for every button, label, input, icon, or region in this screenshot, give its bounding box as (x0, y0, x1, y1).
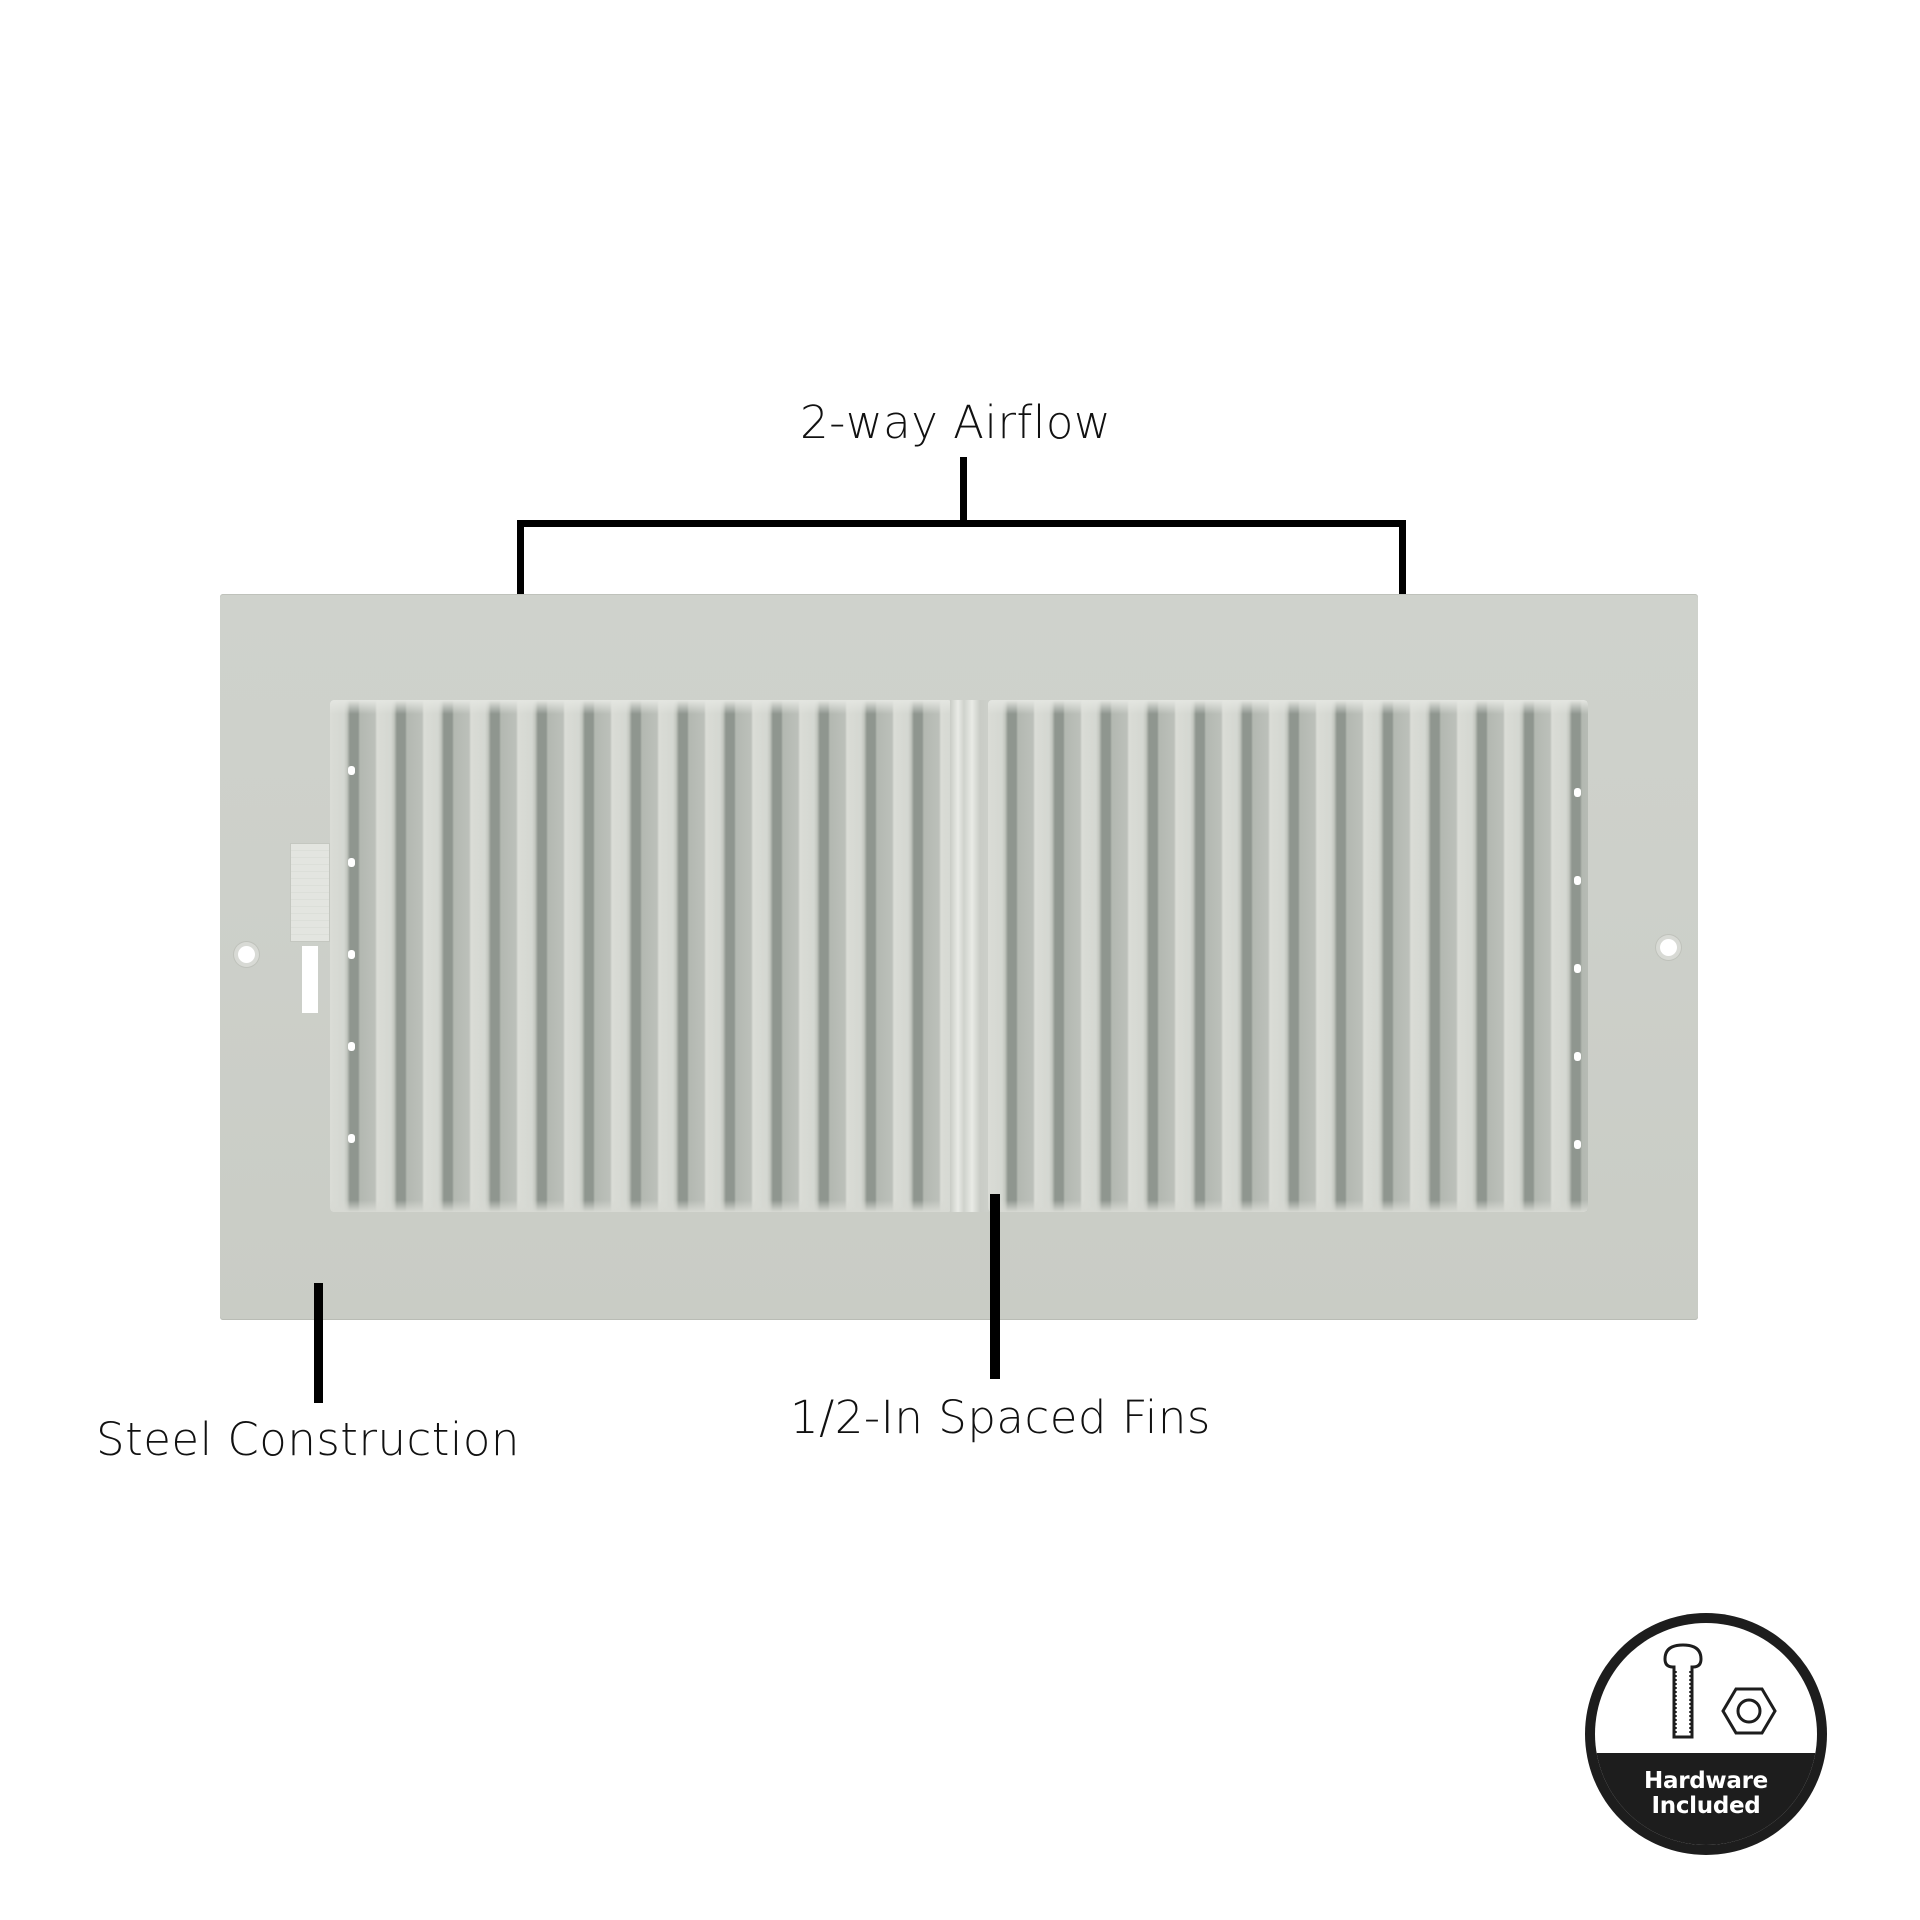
screw-hole-left-icon (238, 946, 255, 963)
center-divider (950, 700, 990, 1212)
badge-line-2: Included (1651, 1793, 1761, 1819)
construction-leader-line (314, 1283, 323, 1403)
airflow-label: 2-way Airflow (800, 396, 1112, 449)
vent-register-panel (220, 594, 1698, 1320)
airflow-bracket-bar (517, 520, 1406, 527)
bolt-icon (1663, 1643, 1703, 1739)
airflow-leader-stem (960, 457, 967, 525)
bolt-and-nut-icon (1663, 1643, 1777, 1739)
screw-hole-right-icon (1660, 939, 1677, 956)
damper-slot (302, 946, 318, 1013)
fins-leader-line (990, 1194, 1000, 1379)
hex-nut-icon (1721, 1687, 1777, 1735)
fin-grille-right (988, 700, 1588, 1212)
fin-grille-left (330, 700, 952, 1212)
damper-lever (290, 843, 330, 942)
fins-label: 1/2-In Spaced Fins (790, 1391, 1211, 1444)
badge-line-1: Hardware (1644, 1768, 1768, 1794)
hardware-included-badge: Hardware Included (1585, 1613, 1827, 1855)
construction-label: Steel Construction (96, 1413, 520, 1466)
